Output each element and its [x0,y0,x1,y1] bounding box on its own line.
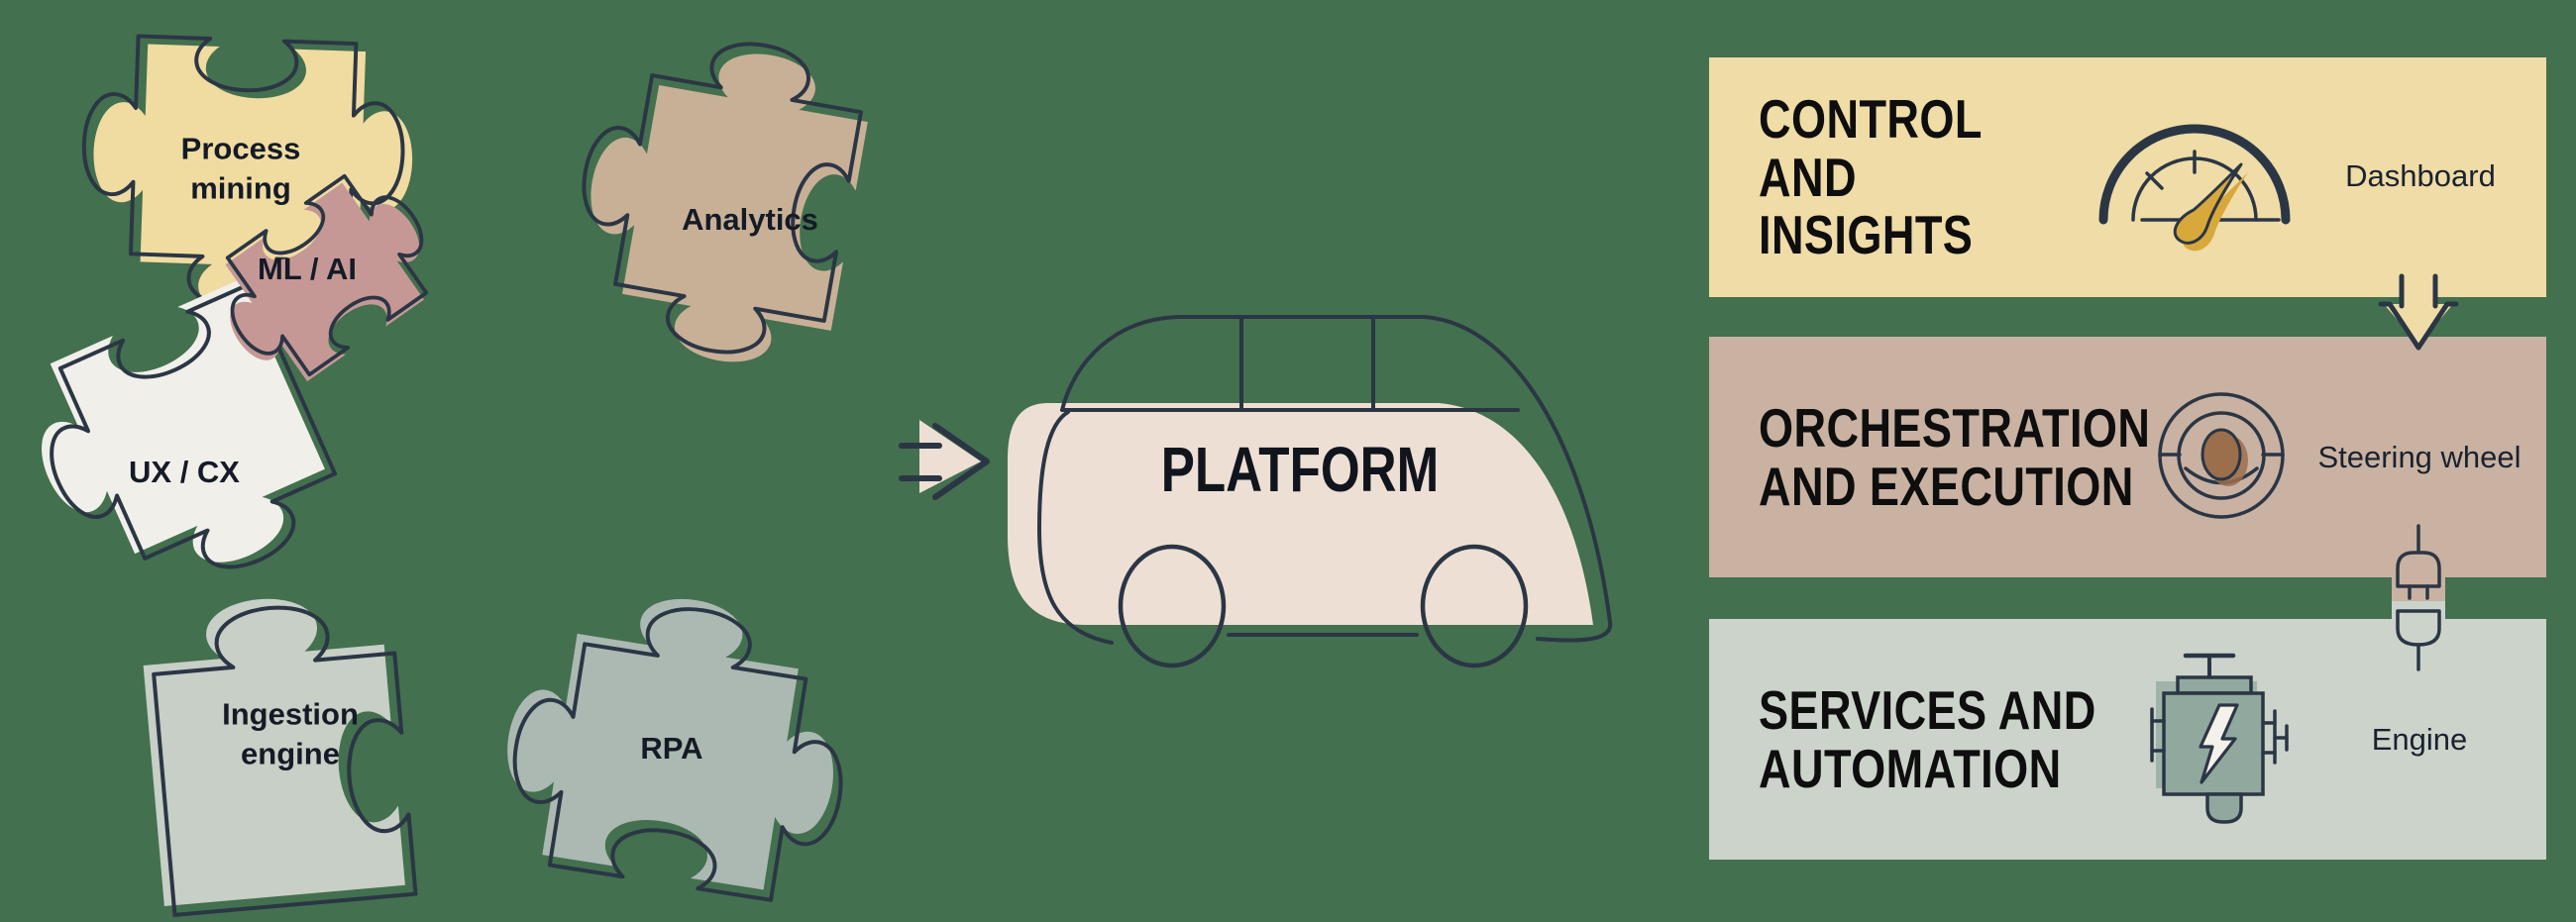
puzzle-piece-rpa [507,598,843,902]
puzzle-label-ingestion-engine: Ingestion engine [222,696,359,770]
down-arrow-icon [2378,273,2459,351]
layer-orchestration-and-execution: ORCHESTRATION AND EXECUTION [1709,337,2546,577]
lightning-bolt [2199,703,2239,784]
engine-icon [2150,653,2289,824]
platform-car [1008,315,1613,668]
puzzle-piece-ingestion-engine [143,598,418,917]
layer-title: ORCHESTRATION AND EXECUTION [1759,396,2151,517]
puzzle-label-process-mining: Process mining [180,131,301,205]
metaphor-label-dashboard: Dashboard [2345,158,2496,193]
puzzle-label-rpa: RPA [640,731,703,767]
layer-services-and-automation: SERVICES AND AUTOMATION [1709,619,2546,860]
puzzle-piece-ml-ai [225,173,429,382]
layer-title: CONTROL AND INSIGHTS [1759,87,1983,266]
layer-control-and-insights: CONTROL AND INSIGHTS [1709,57,2546,297]
gauge-icon [2098,124,2291,252]
gauge-needle [2173,162,2243,245]
puzzle-label-ml-ai: ML / AI [258,252,357,287]
metaphor-label-steering-wheel: Steering wheel [2317,440,2522,474]
plug-connector-icon [2392,524,2445,671]
puzzle-label-ux-cx: UX / CX [129,455,240,490]
puzzle-label-analytics: Analytics [682,202,818,238]
puzzle-piece-analytics [582,42,868,362]
front-wheel [1420,544,1529,668]
layer-title: SERVICES AND AUTOMATION [1759,678,2096,799]
rear-wheel [1118,544,1227,668]
platform-label: PLATFORM [1160,434,1440,505]
steering-wheel-icon [2158,392,2285,519]
steering-hub [2200,428,2242,481]
double-chevron-right-icon [899,420,990,500]
metaphor-label-engine: Engine [2371,722,2468,757]
